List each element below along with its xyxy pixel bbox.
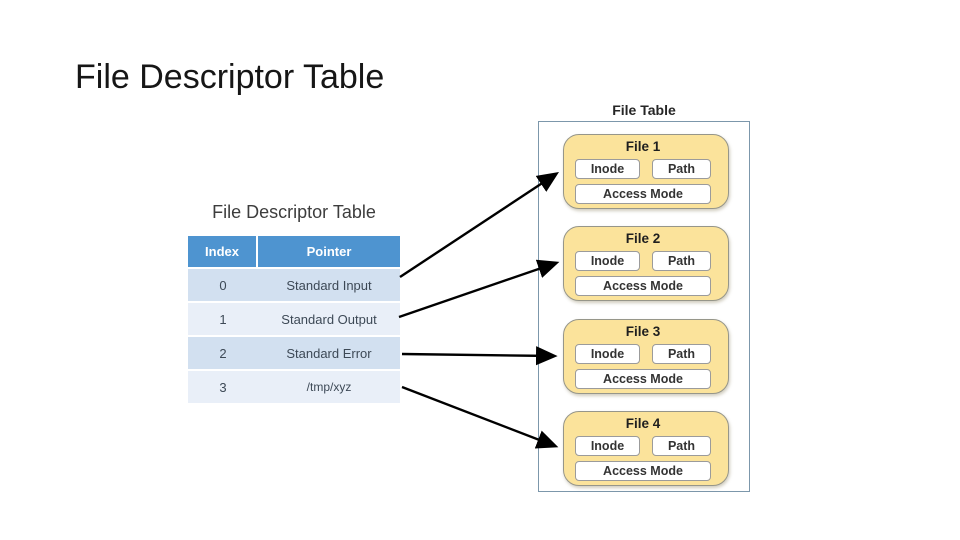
fd-index-cell: 0 <box>219 277 227 293</box>
fd-pointer-cell: Standard Input <box>286 277 372 293</box>
access-mode-field: Access Mode <box>575 369 711 389</box>
file-card-fields: Inode Path <box>575 159 711 179</box>
file-card-title: File 3 <box>625 324 661 339</box>
fd-col-header-pointer: Pointer <box>306 244 352 259</box>
file-card-4: File 4 Inode Path Access Mode <box>563 411 729 486</box>
table-row: 1 Standard Output <box>188 303 400 335</box>
path-field: Path <box>652 436 711 456</box>
fd-table-header-row: Index Pointer <box>188 236 400 267</box>
table-row: 0 Standard Input <box>188 269 400 301</box>
fd-pointer-cell: Standard Output <box>281 311 377 327</box>
arrow-row0-file1 <box>399 172 560 279</box>
access-mode-field: Access Mode <box>575 461 711 481</box>
table-row: 2 Standard Error <box>188 337 400 369</box>
fd-pointer-cell: Standard Error <box>286 345 372 361</box>
file-card-2: File 2 Inode Path Access Mode <box>563 226 729 301</box>
inode-field: Inode <box>575 159 640 179</box>
path-field: Path <box>652 159 711 179</box>
inode-field: Inode <box>575 436 640 456</box>
file-table-caption: File Table <box>612 102 676 118</box>
fd-index-cell: 1 <box>219 311 227 327</box>
fd-pointer-cell: /tmp/xyz <box>306 380 352 394</box>
file-card-title: File 4 <box>625 416 661 431</box>
inode-field: Inode <box>575 344 640 364</box>
page-title: File Descriptor Table <box>75 58 385 96</box>
table-row: 3 /tmp/xyz <box>188 371 400 403</box>
file-card-fields: Inode Path <box>575 251 711 271</box>
path-field: Path <box>652 251 711 271</box>
file-card-title: File 2 <box>625 231 661 246</box>
file-descriptor-table: Index Pointer 0 Standard Input 1 Standar… <box>188 236 400 403</box>
file-table-container: File 1 Inode Path Access Mode File 2 Ino… <box>538 121 750 492</box>
file-card-fields: Inode Path <box>575 436 711 456</box>
file-card-3: File 3 Inode Path Access Mode <box>563 319 729 394</box>
file-card-fields: Inode Path <box>575 344 711 364</box>
file-card-1: File 1 Inode Path Access Mode <box>563 134 729 209</box>
path-field: Path <box>652 344 711 364</box>
arrow-row3-file4 <box>401 385 559 449</box>
fd-col-header-index: Index <box>188 236 258 267</box>
arrow-row2-file3 <box>401 346 558 366</box>
access-mode-field: Access Mode <box>575 184 711 204</box>
fd-table-caption: File Descriptor Table <box>212 202 376 222</box>
file-card-title: File 1 <box>625 139 661 154</box>
arrow-row1-file2 <box>398 259 560 319</box>
access-mode-field: Access Mode <box>575 276 711 296</box>
fd-index-cell: 2 <box>219 345 227 361</box>
inode-field: Inode <box>575 251 640 271</box>
fd-index-cell: 3 <box>219 379 227 395</box>
